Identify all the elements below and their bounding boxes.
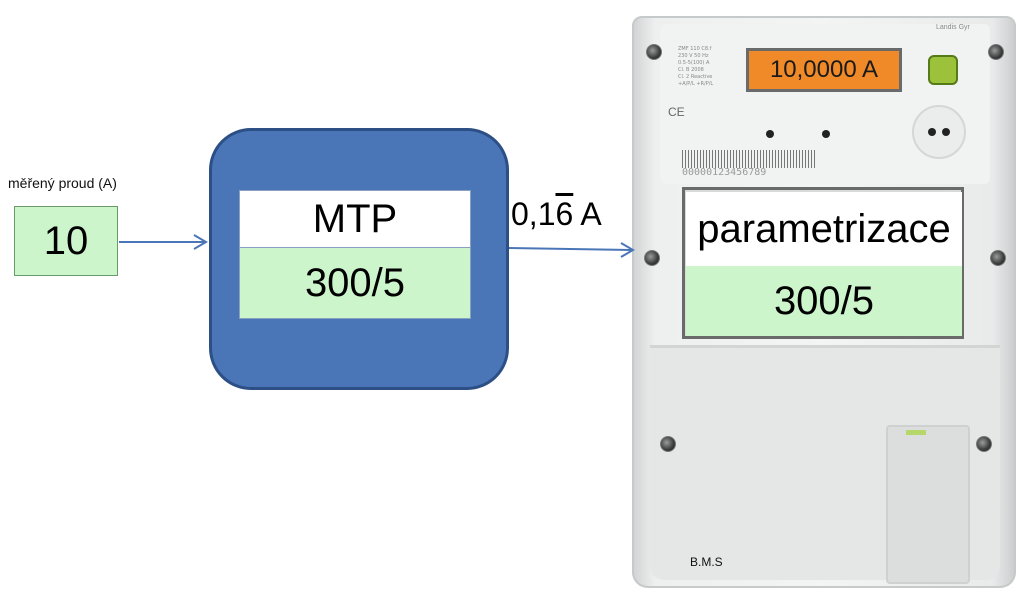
input-current-value: 10 [43, 218, 89, 263]
mtp-title: MTP [239, 190, 471, 248]
meter-display: 10,0000 A [746, 48, 902, 92]
pulse-led-icon [766, 130, 774, 138]
meter-recess [886, 425, 970, 584]
optical-port-icon [928, 55, 958, 85]
secondary-current-repeating-digit: 6 [555, 196, 574, 232]
button-dot-icon [928, 128, 936, 136]
barcode-icon [682, 150, 817, 168]
meter-serial-number: 00000123456789 [682, 167, 767, 178]
input-label: měřený proud (A) [8, 175, 117, 191]
parametrization-title: parametrizace [686, 192, 962, 266]
arrow-mtp-to-meter [508, 242, 635, 258]
mtp-ratio: 300/5 [239, 247, 471, 319]
screw-icon [990, 250, 1006, 266]
pulse-led-icon [822, 130, 830, 138]
bms-watermark: B.M.S [690, 555, 723, 569]
screw-icon [644, 250, 660, 266]
screw-icon [660, 436, 676, 452]
secondary-current-prefix: 0,1 [511, 196, 556, 232]
button-dot-icon [942, 128, 950, 136]
input-current-box: 10 [14, 206, 118, 276]
meter-display-button[interactable] [912, 105, 966, 159]
screw-icon [976, 436, 992, 452]
screw-icon [646, 44, 662, 60]
meter-ce-mark: CE [668, 105, 685, 119]
screw-icon [988, 44, 1004, 60]
secondary-current-unit: A [573, 196, 602, 232]
meter-brand: Landis Gyr [936, 24, 970, 31]
secondary-current-label: 0,16 A [511, 196, 602, 233]
parametrization-ratio: 300/5 [686, 266, 962, 336]
arrow-input-to-mtp [119, 234, 208, 250]
meter-led-icon [906, 430, 926, 435]
